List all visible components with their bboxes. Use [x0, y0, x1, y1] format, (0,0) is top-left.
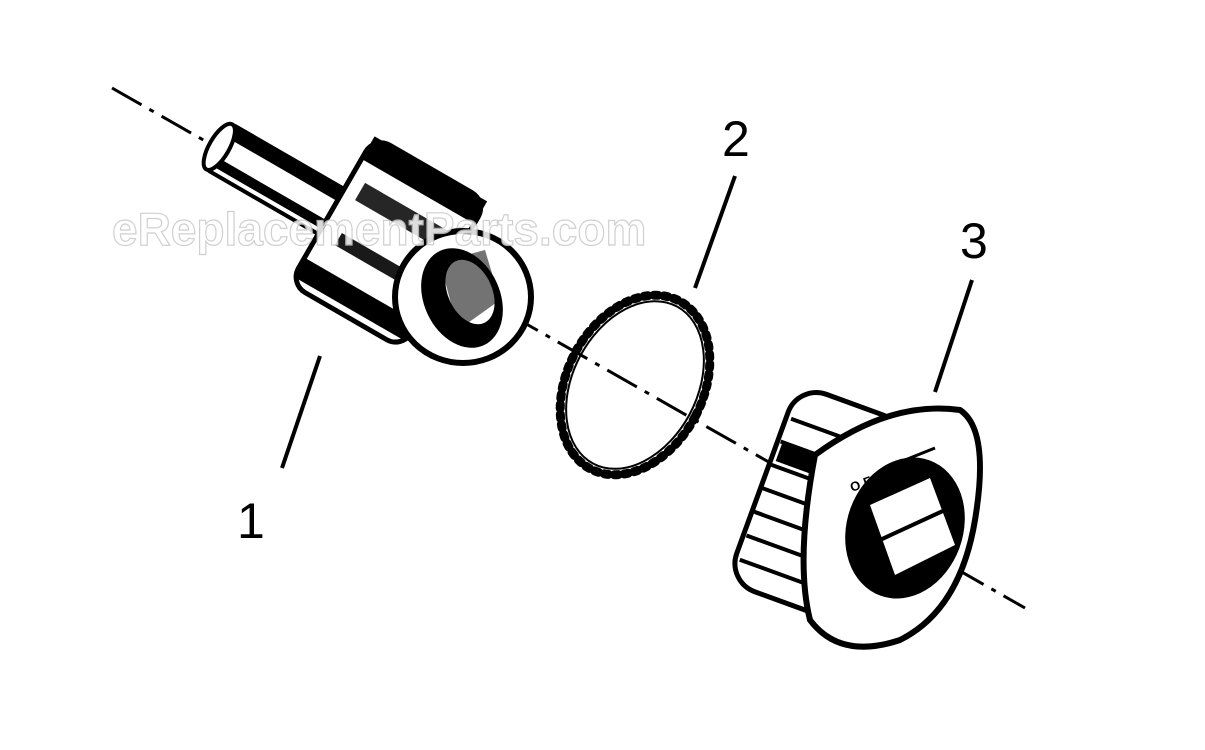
- leader-line-3: [933, 279, 974, 393]
- part-3-threaded-bonnet-nut: OFF: [732, 390, 983, 650]
- part-2-ball-chain-ring: [555, 290, 715, 480]
- leader-line-2: [693, 175, 737, 289]
- callout-3: 3: [960, 213, 988, 269]
- watermark-text: eReplacementParts.com: [112, 203, 646, 255]
- part-1-shaft-bushing: [201, 121, 534, 366]
- callout-1: 1: [237, 493, 265, 549]
- leader-line-1: [280, 355, 322, 469]
- callout-2: 2: [722, 111, 750, 167]
